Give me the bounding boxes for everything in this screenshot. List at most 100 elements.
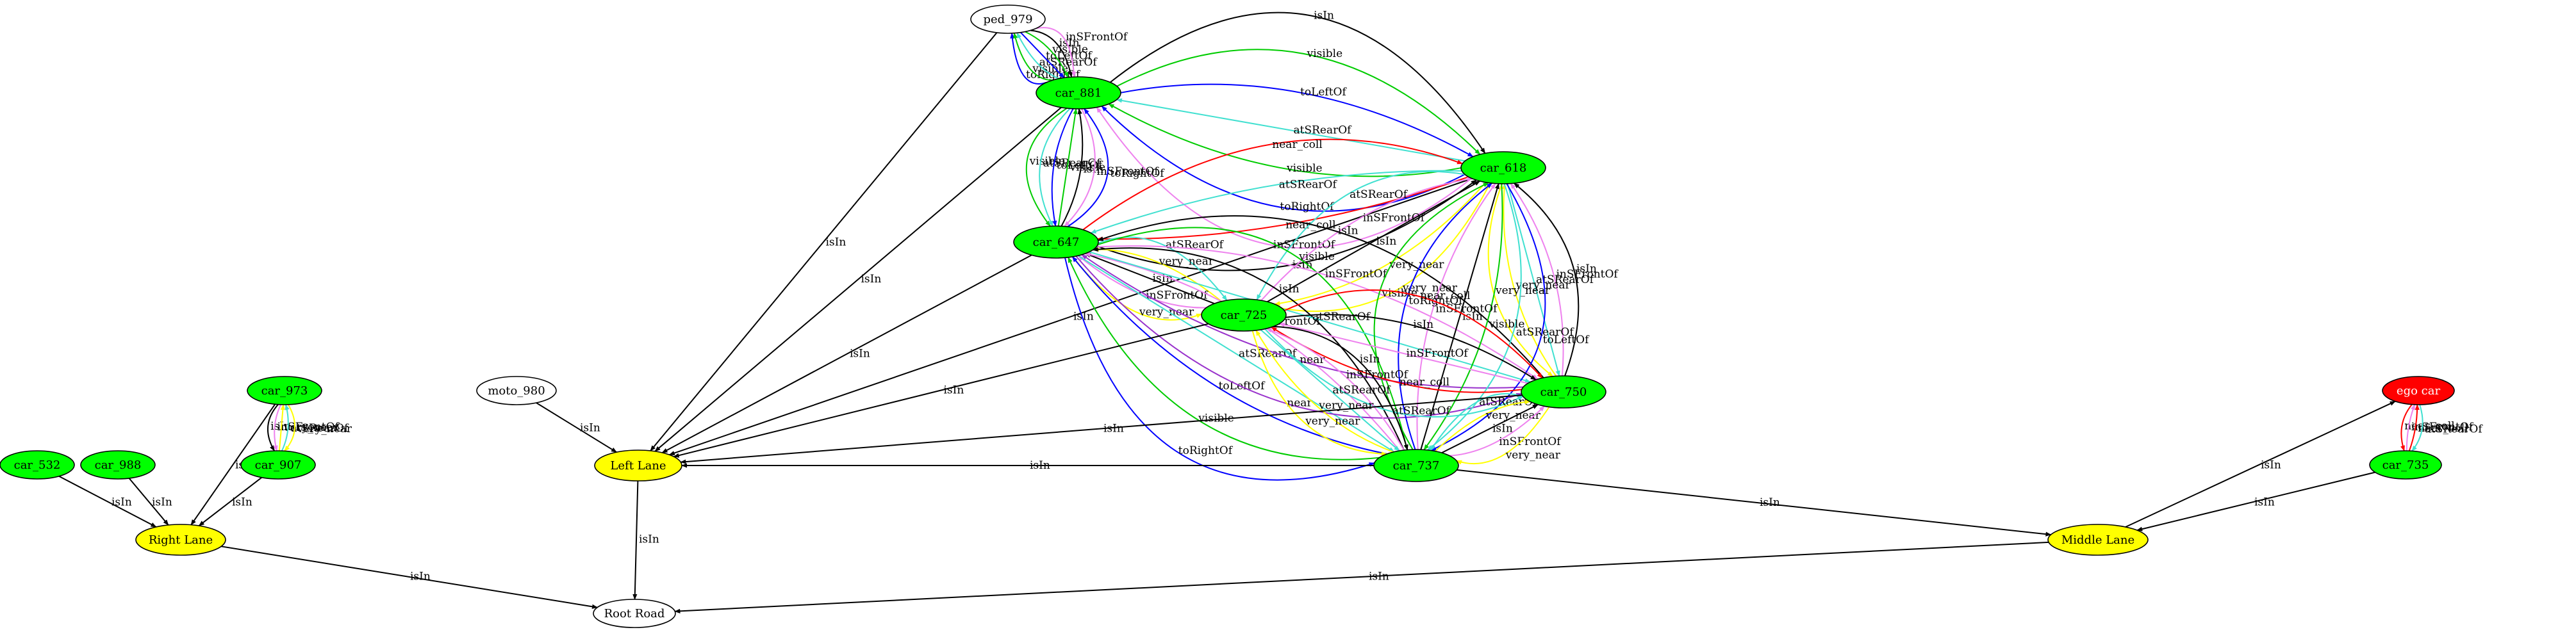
edge-car-737-isin-car-618 [1420, 182, 1499, 450]
edge-car-725-insfrontof-car-618 [1260, 177, 1473, 301]
edge-ped-979-isin-left-lane [650, 32, 998, 451]
edge-car-737-torightof-car-618 [1398, 182, 1493, 450]
edge-label-atsrearof: atSRearOf [1516, 326, 1575, 339]
edge-car-618-atsrearof-car-737 [1426, 183, 1522, 451]
node-car-988: car_988 [80, 450, 156, 480]
edge-label-insfrontof: inSFrontOf [1346, 368, 1409, 381]
node-ped-979: ped_979 [970, 4, 1046, 34]
node-ego-car: ego car [2382, 376, 2455, 405]
node-label-car-881: car_881 [1055, 86, 1102, 100]
edge-label-isin: isIn [1338, 225, 1358, 238]
edge-car-750-very-near-car-737 [1456, 406, 1550, 465]
node-shape-car-973 [247, 376, 322, 405]
edge-label-atsrearof: atSRearOf [1294, 124, 1353, 137]
edge-label-insfrontof: inSFrontOf [1066, 31, 1128, 44]
node-shape-car-737 [1373, 449, 1459, 482]
edge-label-isin: isIn [111, 496, 132, 509]
edge-car-618-toleftof-car-737 [1430, 183, 1546, 451]
edge-label-atsrearof: atSRearOf [2425, 423, 2484, 436]
edge-car-725-isin-car-750 [1285, 314, 1537, 380]
node-middle-lane: Middle Lane [2047, 524, 2149, 556]
node-shape-car-647 [1013, 225, 1099, 259]
edge-car-737-insfrontof-car-618 [1416, 182, 1496, 450]
edge-label-near-coll: near_coll [2418, 422, 2468, 435]
edge-car-618-insfrontof-car-881 [1096, 106, 1473, 249]
edge-label-atsrearof: atSRearOf [1043, 157, 1102, 170]
edge-label-insfrontof: inSFrontOf [1499, 435, 1562, 448]
edge-car-973-insfrontof-car-907 [273, 404, 282, 451]
edge-middle-lane-isin-root-road [674, 541, 2049, 613]
edge-label-isin: isIn [1462, 311, 1483, 323]
node-shape-car-907 [240, 450, 316, 480]
edge-label-atsrearof: atSRearOf [290, 422, 349, 435]
edge-label-torightof: toRightOf [1280, 200, 1335, 213]
node-shape-car-618 [1460, 151, 1546, 184]
edge-car-750-isin-car-618 [1514, 182, 1580, 377]
edge-label-very-near: very_near [297, 423, 352, 435]
edge-label-isin: isIn [639, 533, 659, 546]
edge-car-750-atsrearof-car-737 [1430, 393, 1524, 451]
edge-ped-979-isin-car-881 [1030, 29, 1073, 78]
edge-label-isin: isIn [1576, 263, 1597, 275]
edge-label-isin: isIn [2261, 459, 2281, 472]
node-shape-ped-979 [970, 4, 1046, 34]
edge-ego-car-near-coll-car-735 [2400, 403, 2413, 451]
node-car-750: car_750 [1521, 375, 1606, 409]
edge-car-647-insfrontof-car-750 [1096, 245, 1539, 380]
edge-car-532-isin-right-lane [58, 475, 157, 528]
edge-label-isin: isIn [1292, 259, 1313, 271]
edge-car-750-very-near-car-618 [1501, 183, 1557, 377]
edge-label-isin: isIn [1492, 423, 1513, 435]
edge-right-lane-isin-root-road [221, 546, 598, 609]
edge-car-881-visible-car-647 [1025, 108, 1068, 227]
edge-car-618-near-coll-car-647 [1096, 176, 1469, 241]
edge-car-881-isin-left-lane [654, 107, 1062, 452]
edge-car-618-torightof-car-881 [1101, 106, 1466, 212]
edge-car-725-isin-car-647 [1085, 252, 1215, 305]
edge-label-atsrearof: atSRearOf [1333, 384, 1392, 397]
edge-car-735-near-coll-ego-car [2408, 404, 2420, 451]
edge-label-near-coll: near_coll [1399, 376, 1449, 389]
edge-car-750-isin-car-647 [1097, 215, 1544, 378]
edge-label-isin: isIn [826, 236, 846, 249]
edge-label-near-coll: near_coll [1420, 289, 1470, 302]
edge-label-near: near [1300, 353, 1325, 366]
edge-label-very-near: very_near [1318, 400, 1374, 412]
edge-car-618-very-near-car-725 [1274, 182, 1487, 306]
edge-label-isin: isIn [1073, 311, 1094, 323]
node-car-737: car_737 [1373, 449, 1459, 482]
node-car-725: car_725 [1201, 298, 1287, 332]
edge-car-881-atsrearof-ped-979 [1016, 32, 1059, 79]
node-label-car-750: car_750 [1540, 385, 1587, 399]
edge-label-isin: isIn [580, 422, 600, 435]
edges-layer: toRightOfvisibleatSRearOftoLeftOfvisible… [58, 10, 2484, 613]
edge-label-very-near: very_near [1305, 415, 1360, 428]
node-label-middle-lane: Middle Lane [2061, 533, 2134, 547]
edge-label-isin: isIn [861, 273, 882, 286]
edge-label-atsrearof: atSRearOf [1312, 311, 1371, 323]
edge-label-very-near: very_near [283, 421, 339, 434]
edge-car-737-insfrontof-car-750 [1449, 405, 1545, 457]
edge-car-647-visible-car-881 [1057, 108, 1078, 227]
node-shape-car-725 [1201, 298, 1287, 332]
edge-label-very-near: very_near [1139, 306, 1194, 319]
edge-car-973-isin-right-lane [190, 403, 276, 526]
node-left-lane: Left Lane [594, 450, 682, 482]
edge-car-737-isin-middle-lane [1457, 469, 2052, 537]
edge-car-647-atsrearof-car-737 [1077, 255, 1395, 453]
edge-car-725-very-near-car-737 [1251, 330, 1387, 457]
edge-car-737-toleftof-car-647 [1071, 256, 1387, 455]
node-car-532: car_532 [0, 450, 75, 480]
edge-car-618-isin-left-lane [668, 177, 1473, 456]
edge-car-881-isin-car-618 [1109, 12, 1486, 154]
edge-car-647-visible-car-737 [1097, 227, 1408, 451]
edge-ped-979-insfrontof-car-881 [1036, 27, 1077, 77]
edge-label-visible: visible [1298, 250, 1335, 263]
edge-label-very-near: very_near [1505, 449, 1561, 462]
edge-left-lane-isin-root-road [632, 480, 639, 600]
edge-label-isin: isIn [1084, 163, 1104, 176]
edge-label-visible: visible [1069, 161, 1106, 174]
edge-label-insfrontof: inSFrontOf [277, 421, 340, 433]
edge-car-725-isin-car-737 [1273, 325, 1408, 451]
